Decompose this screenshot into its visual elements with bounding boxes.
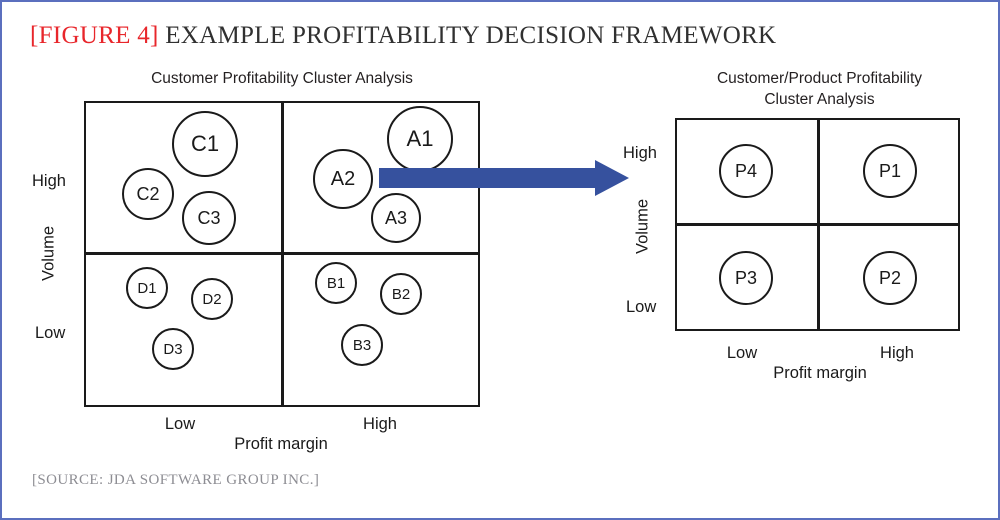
bubble-b1: B1 (315, 262, 357, 304)
right-chart-title: Customer/Product Profitability Cluster A… (642, 68, 997, 110)
bubble-d3: D3 (152, 328, 194, 370)
bubble-p3: P3 (719, 251, 773, 305)
left-matrix-horizontal-divider (84, 252, 480, 255)
right-y-axis-label: Volume (633, 198, 652, 255)
flow-arrow-icon (379, 160, 629, 196)
bubble-b2: B2 (380, 273, 422, 315)
bubble-c2: C2 (122, 168, 174, 220)
left-y-axis-high-label: High (32, 172, 66, 190)
right-y-axis-high-label: High (623, 144, 657, 162)
bubble-a3: A3 (371, 193, 421, 243)
right-matrix-horizontal-divider (675, 223, 960, 226)
figure-tag: [FIGURE 4] (30, 22, 159, 49)
bubble-c3: C3 (182, 191, 236, 245)
right-x-axis-label: Profit margin (773, 364, 867, 382)
bubble-d2: D2 (191, 278, 233, 320)
bubble-p4: P4 (719, 144, 773, 198)
bubble-d1: D1 (126, 267, 168, 309)
right-chart-title-line2: Cluster Analysis (764, 91, 875, 108)
left-x-axis-low-label: Low (164, 415, 196, 433)
right-chart-title-line1: Customer/Product Profitability (716, 70, 923, 87)
figure-title-text: EXAMPLE PROFITABILITY DECISION FRAMEWORK (158, 22, 777, 49)
right-x-axis-high-label: High (880, 344, 914, 362)
left-x-axis-high-label: High (363, 415, 397, 433)
left-chart-title: Customer Profitability Cluster Analysis (151, 70, 413, 87)
bubble-a2: A2 (313, 149, 373, 209)
left-y-axis-label: Volume (39, 225, 58, 282)
left-x-axis-label: Profit margin (234, 435, 328, 453)
right-x-axis-low-label: Low (726, 344, 758, 362)
bubble-a1: A1 (387, 106, 453, 172)
bubble-p1: P1 (863, 144, 917, 198)
bubble-b3: B3 (341, 324, 383, 366)
source-note: [SOURCE: JDA SOFTWARE GROUP INC.] (32, 472, 320, 488)
bubble-p2: P2 (863, 251, 917, 305)
page-title: [FIGURE 4] EXAMPLE PROFITABILITY DECISIO… (30, 22, 776, 50)
bubble-c1: C1 (172, 111, 238, 177)
right-y-axis-low-label: Low (626, 298, 657, 316)
left-y-axis-low-label: Low (35, 324, 66, 342)
